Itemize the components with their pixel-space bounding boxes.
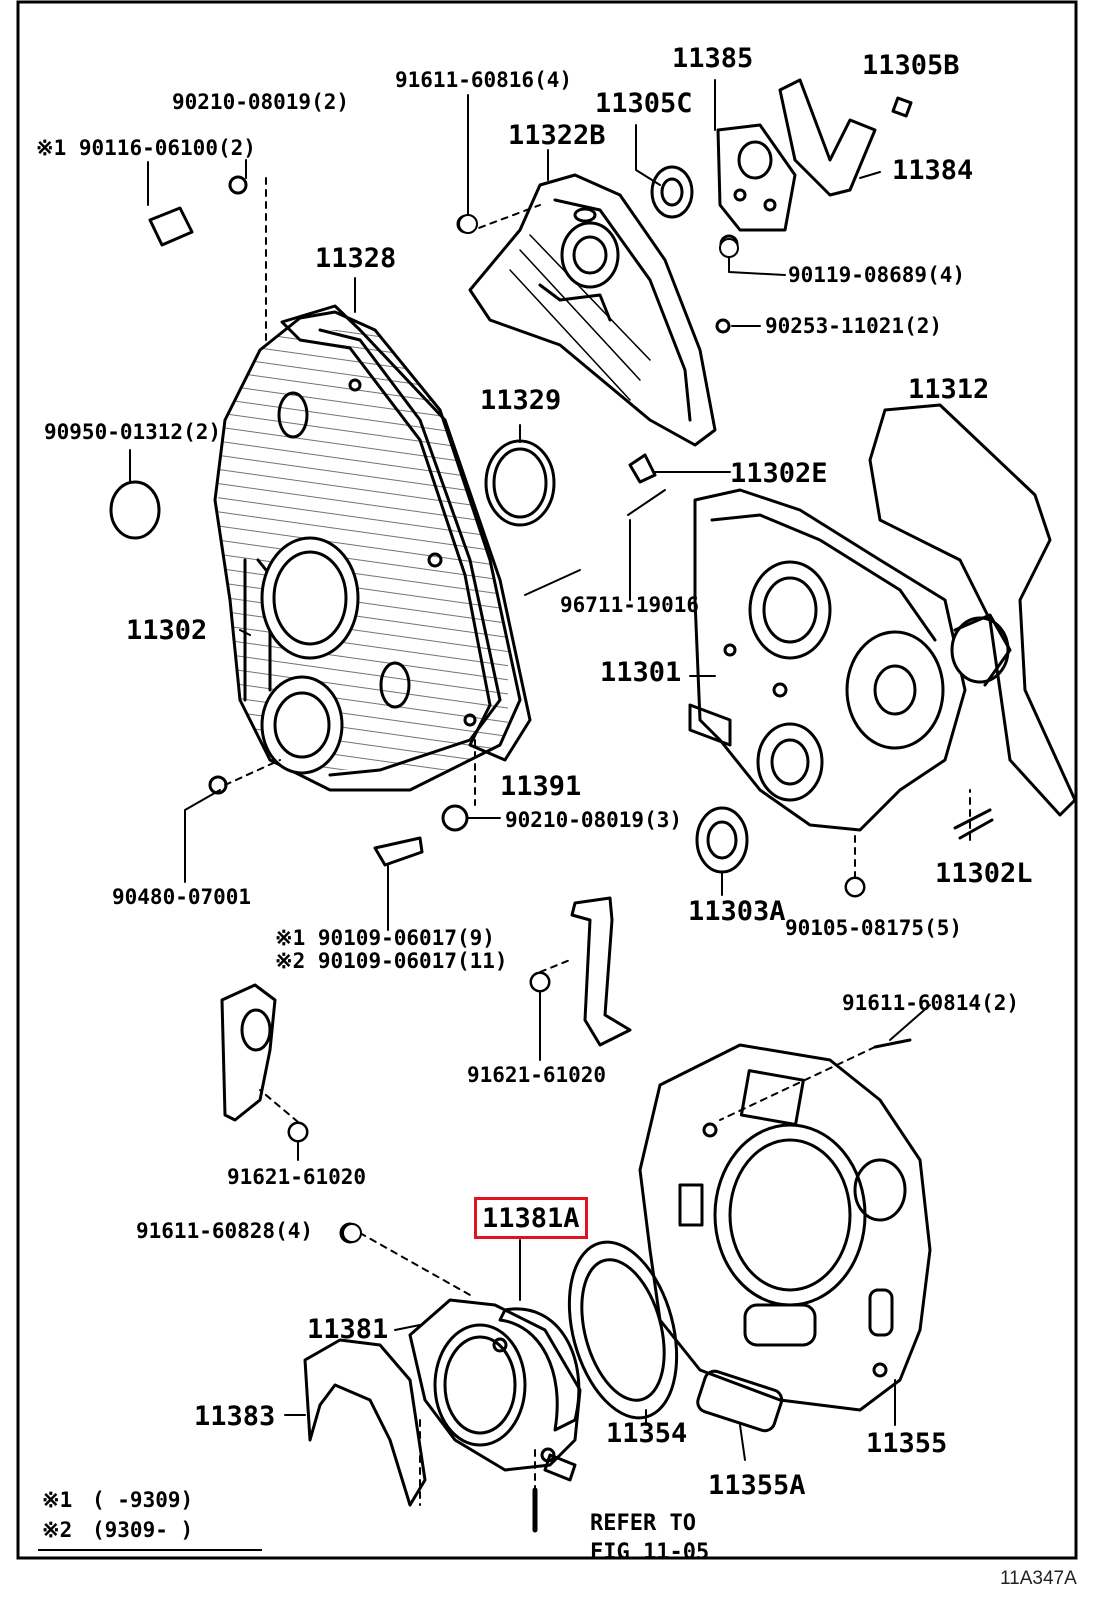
timing-case-11301 [688, 488, 1012, 832]
diagram-border [16, 0, 1078, 1560]
plug-11305B [891, 96, 913, 118]
legend-underline [38, 1549, 262, 1551]
label-11328[interactable]: 11328 [315, 243, 397, 274]
label-90480-07001[interactable]: 90480-07001 [112, 885, 252, 909]
seal-retainer-11381 [408, 1298, 582, 1482]
stud-11302L [953, 808, 992, 830]
label-11385[interactable]: 11385 [672, 43, 754, 74]
label-90210-08019-mid[interactable]: 90210-08019(3) [505, 808, 683, 832]
label-11355A[interactable]: 11355A [708, 1470, 806, 1501]
cover-plate-11355A [696, 1369, 784, 1433]
label-11329[interactable]: 11329 [480, 385, 562, 416]
label-11305C[interactable]: 11305C [595, 88, 693, 119]
label-11381A[interactable]: 11381A [482, 1203, 580, 1234]
oil-seal-11381A [498, 1307, 581, 1432]
bracket-11384 [778, 78, 877, 197]
bolt-90116 [148, 206, 194, 247]
label-90109-06017-b[interactable]: ※2 90109-06017(11) [275, 949, 508, 973]
label-90119-08689[interactable]: 90119-08689(4) [788, 263, 966, 287]
plug-90950 [109, 480, 161, 540]
label-90116-06100[interactable]: ※1 90116-06100(2) [36, 136, 256, 160]
label-11302[interactable]: 11302 [126, 615, 208, 646]
label-11312[interactable]: 11312 [908, 374, 990, 405]
label-11305B[interactable]: 11305B [862, 50, 960, 81]
label-90253-11021[interactable]: 90253-11021(2) [765, 314, 943, 338]
bracket-lower-left [220, 983, 277, 1122]
gasket-11312 [868, 403, 1077, 817]
label-11303A[interactable]: 11303A [688, 896, 786, 927]
legend-mark-2: ※2 [42, 1518, 73, 1542]
label-90109-06017-a[interactable]: ※1 90109-06017(9) [275, 926, 495, 950]
label-91611-60828[interactable]: 91611-60828(4) [136, 1219, 314, 1243]
label-11355[interactable]: 11355 [866, 1428, 948, 1459]
label-90105-08175[interactable]: 90105-08175(5) [785, 916, 963, 940]
oil-seal-11305C [650, 165, 694, 219]
label-91621-61020-b[interactable]: 91621-61020 [227, 1165, 367, 1189]
legend-mark-1: ※1 [42, 1488, 73, 1512]
bracket-11385 [716, 123, 797, 232]
label-11383[interactable]: 11383 [194, 1401, 276, 1432]
label-11301[interactable]: 11301 [600, 657, 682, 688]
label-11354[interactable]: 11354 [606, 1418, 688, 1449]
figure-code: 11A347A [1000, 1568, 1077, 1589]
upper-cover-11322B [468, 173, 717, 447]
label-11391[interactable]: 11391 [500, 771, 582, 802]
label-91621-61020-a[interactable]: 91621-61020 [467, 1063, 607, 1087]
oil-seal-11303A [695, 806, 749, 874]
label-90950-01312[interactable]: 90950-01312(2) [44, 420, 222, 444]
label-91611-60816[interactable]: 91611-60816(4) [395, 68, 573, 92]
highlight-box-11381A [474, 1197, 588, 1239]
refer-note-line1[interactable]: REFER TO [590, 1511, 696, 1536]
label-11384[interactable]: 11384 [892, 155, 974, 186]
refer-note-line2[interactable]: FIG 11-05 [590, 1540, 710, 1565]
timing-cover-11302 [213, 310, 522, 792]
label-11381[interactable]: 11381 [307, 1314, 389, 1345]
label-90210-08019-top[interactable]: 90210-08019(2) [172, 90, 350, 114]
label-91611-60814[interactable]: 91611-60814(2) [842, 991, 1020, 1015]
seal-ring-11329 [484, 439, 556, 527]
legend-range-1: ( -9309) [92, 1488, 194, 1512]
oil-seal-11354 [567, 1240, 679, 1420]
label-11302L[interactable]: 11302L [935, 858, 1033, 889]
bracket-upper-middle [570, 896, 632, 1047]
gasket-11328 [280, 304, 532, 762]
legend-range-2: (9309- ) [92, 1518, 194, 1542]
label-11302E[interactable]: 11302E [730, 458, 828, 489]
label-96711-19016[interactable]: 96711-19016 [560, 593, 700, 617]
bolt-90109 [373, 836, 424, 867]
end-plate-11355 [638, 1043, 932, 1412]
gasket-11383 [303, 1338, 427, 1507]
label-11322B[interactable]: 11322B [508, 120, 606, 151]
